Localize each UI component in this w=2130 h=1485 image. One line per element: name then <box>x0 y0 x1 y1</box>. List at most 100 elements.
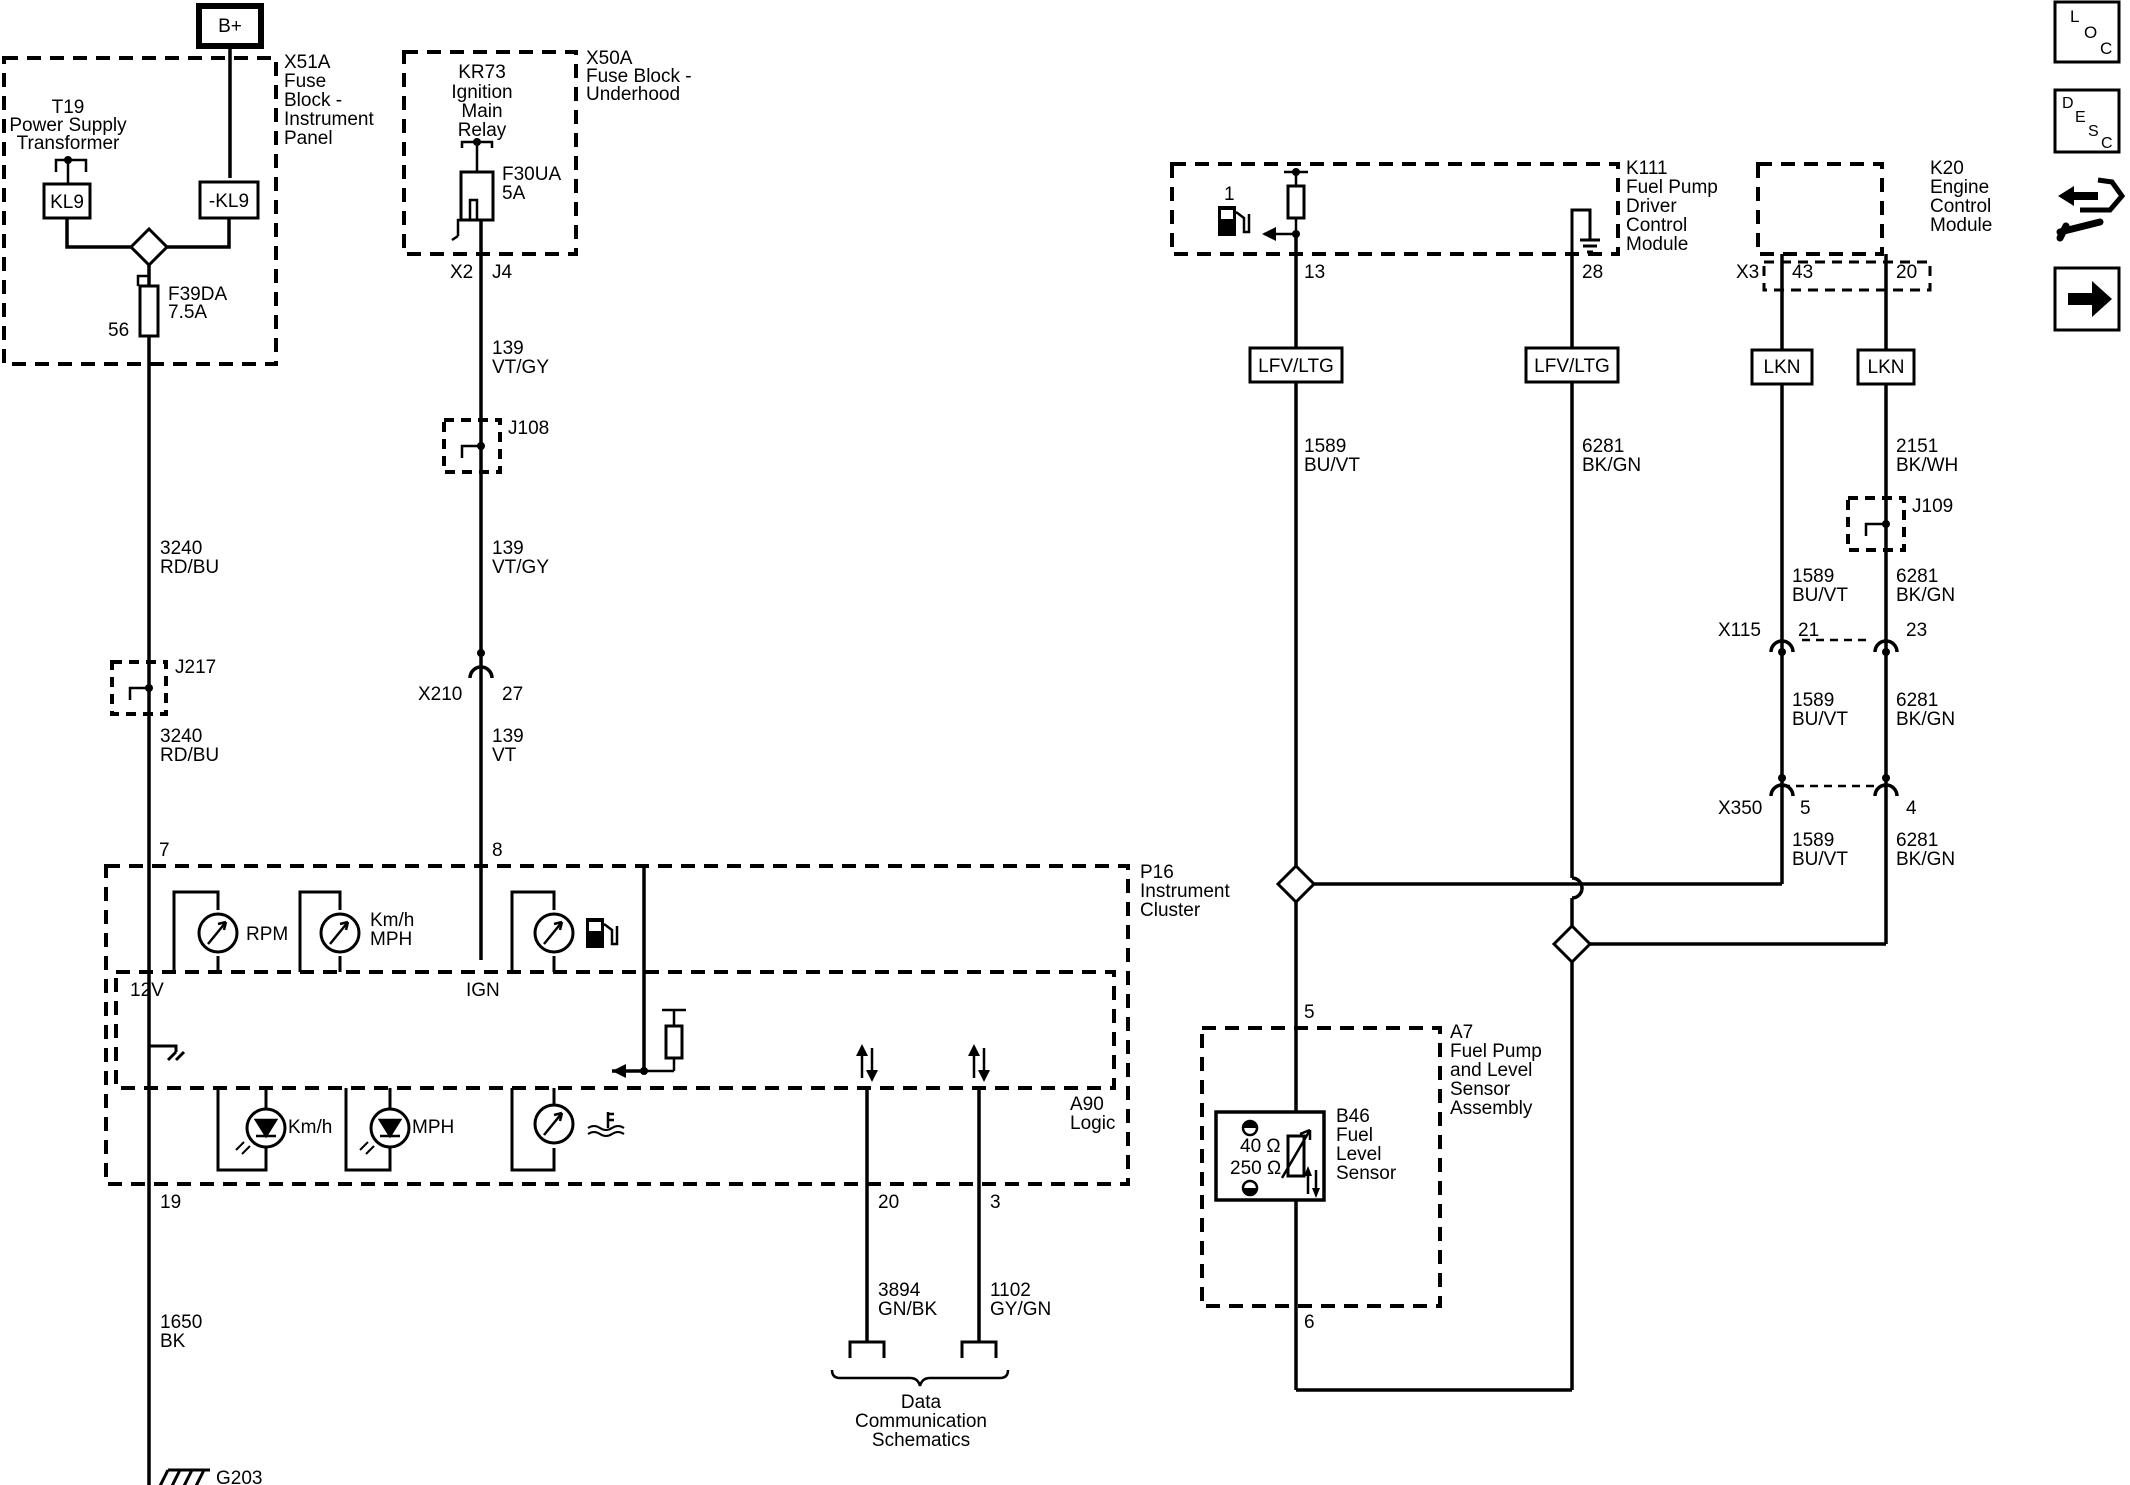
next-page-button[interactable] <box>2053 266 2121 332</box>
data-communication-link[interactable]: Data Communication Schematics <box>855 1392 987 1451</box>
a7-id: A7 <box>1450 1022 1473 1043</box>
x115-label: X115 <box>1718 620 1761 641</box>
x51a-name-4: Panel <box>284 128 333 149</box>
connector-lkn-2: LKN <box>1856 348 1916 386</box>
fuel-pump-driver-module: K111 Fuel Pump Driver Control Module 1 1… <box>1170 158 1718 283</box>
a7-name-1: Fuel Pump <box>1450 1041 1542 1062</box>
k111-name-3: Control <box>1626 215 1687 236</box>
b46-name-1: Fuel <box>1336 1125 1373 1146</box>
wire-1589-num-b: 1589 <box>1792 566 1834 587</box>
k111-name-1: Fuel Pump <box>1626 177 1718 198</box>
k20-name-3: Module <box>1930 215 1992 236</box>
desc-letter-d: D <box>2062 95 2074 112</box>
fuse-block-underhood: X50A Fuse Block - Underhood KR73 Ignitio… <box>402 48 692 283</box>
x2-label: X2 <box>450 262 473 283</box>
instrument-cluster: P16 Instrument Cluster A90 Logic 12V IGN… <box>104 862 1230 1186</box>
sensor-signal-arrows-icon <box>1304 1166 1320 1198</box>
x51a-id: X51A <box>284 52 331 73</box>
label-ign: IGN <box>466 980 500 1001</box>
speed-label-mph: MPH <box>370 929 412 950</box>
j217-label: J217 <box>175 657 216 678</box>
wire-6281-num-d: 6281 <box>1896 830 1938 851</box>
diamond-splice <box>128 226 170 268</box>
k20-name-2: Control <box>1930 196 1991 217</box>
connector-lfv-ltg-2: LFV/LTG <box>1524 346 1620 384</box>
data-comm-line-2: Communication <box>855 1411 987 1432</box>
f39da-rating: 7.5A <box>168 302 207 323</box>
label-12v: 12V <box>130 980 164 1001</box>
connector-lkn-1: LKN <box>1750 348 1814 386</box>
j4-label: J4 <box>492 262 513 283</box>
wire-3240-num-b: 3240 <box>160 726 202 747</box>
x3-label: X3 <box>1736 262 1759 283</box>
wire-1589-color-d: BU/VT <box>1792 849 1848 870</box>
x115-pin-21: 21 <box>1798 620 1819 641</box>
x115-pin-23: 23 <box>1906 620 1927 641</box>
led-kmh-icon <box>235 1107 287 1155</box>
a7-name-4: Assembly <box>1450 1098 1533 1119</box>
fuse-block-ip: X51A Fuse Block - Instrument Panel T19 P… <box>2 52 374 366</box>
desc-letter-s: S <box>2088 123 2099 140</box>
a7-pin-5: 5 <box>1304 1002 1315 1023</box>
r250-label: 250 Ω <box>1230 1158 1281 1179</box>
k111-name-4: Module <box>1626 234 1688 255</box>
a7-name-3: Sensor <box>1450 1079 1511 1100</box>
x350-label: X350 <box>1718 798 1762 819</box>
desc-letter-c: C <box>2101 135 2113 152</box>
k111-name-2: Driver <box>1626 196 1677 217</box>
x210-pin: 27 <box>502 684 523 705</box>
wire-1589-num-c: 1589 <box>1792 690 1834 711</box>
k20-id: K20 <box>1930 158 1964 179</box>
lfv-label-2: LFV/LTG <box>1534 356 1610 377</box>
wire-6281-color-b: BK/GN <box>1896 585 1955 606</box>
loc-letter-l: L <box>2070 7 2079 26</box>
kr73-name-1: Ignition <box>451 82 512 103</box>
wire-6281-color-c: BK/GN <box>1896 709 1955 730</box>
neg-kl9-label: -KL9 <box>209 191 249 212</box>
data-arrows-right-icon <box>968 1044 990 1082</box>
wire-3240-color-a: RD/BU <box>160 557 219 578</box>
desc-letter-e: E <box>2075 109 2086 126</box>
k20-pin-20: 20 <box>1896 262 1917 283</box>
lkn-label-1: LKN <box>1764 357 1801 378</box>
p16-name-2: Cluster <box>1140 900 1201 921</box>
kr73-name-3: Relay <box>458 120 507 141</box>
speed-label-kmh: Km/h <box>370 910 414 931</box>
cluster-pin-20: 20 <box>878 1192 899 1213</box>
f30ua-rating: 5A <box>502 183 526 204</box>
data-arrows-left-icon <box>856 1044 878 1082</box>
wire-1102-num: 1102 <box>990 1280 1031 1301</box>
wire-1589-num-a: 1589 <box>1304 436 1346 457</box>
wire-1102-color: GY/GN <box>990 1299 1051 1320</box>
fuel-gauge-icon <box>533 912 575 954</box>
x350-pin-4: 4 <box>1906 798 1917 819</box>
wire-6281-num-b: 6281 <box>1896 566 1938 587</box>
k111-id: K111 <box>1626 158 1668 179</box>
splice-diamond-1589 <box>1275 863 1317 905</box>
wire-3894-color: GN/BK <box>878 1299 937 1320</box>
battery-positive: B+ <box>196 3 264 49</box>
cluster-pin-7: 7 <box>159 840 170 861</box>
desc-button[interactable]: D E S C <box>2053 88 2121 154</box>
arrow-right-icon <box>2068 281 2112 317</box>
x50a-name-1: Fuse Block - <box>586 66 692 87</box>
x350-pin-5: 5 <box>1800 798 1811 819</box>
k111-pin-label: 1 <box>1224 184 1235 205</box>
loc-letter-o: O <box>2084 23 2097 42</box>
loc-button[interactable]: L O C <box>2053 0 2121 64</box>
splice-j108: J108 <box>442 418 549 474</box>
k20-pin-43: 43 <box>1792 262 1813 283</box>
connector-tool-icon[interactable] <box>2056 177 2126 242</box>
wire-1650-num: 1650 <box>160 1312 202 1333</box>
a90-id: A90 <box>1070 1094 1104 1115</box>
led-mph-icon <box>359 1107 411 1155</box>
cluster-pin-19: 19 <box>160 1192 181 1213</box>
j109-label: J109 <box>1912 496 1953 517</box>
wire-6281-color-d: BK/GN <box>1896 849 1955 870</box>
k111-pin-13: 13 <box>1304 262 1325 283</box>
loc-letter-c: C <box>2100 39 2112 58</box>
kl9-box <box>42 182 92 220</box>
x51a-name-3: Instrument <box>284 109 374 130</box>
x51a-name-1: Fuse <box>284 71 326 92</box>
